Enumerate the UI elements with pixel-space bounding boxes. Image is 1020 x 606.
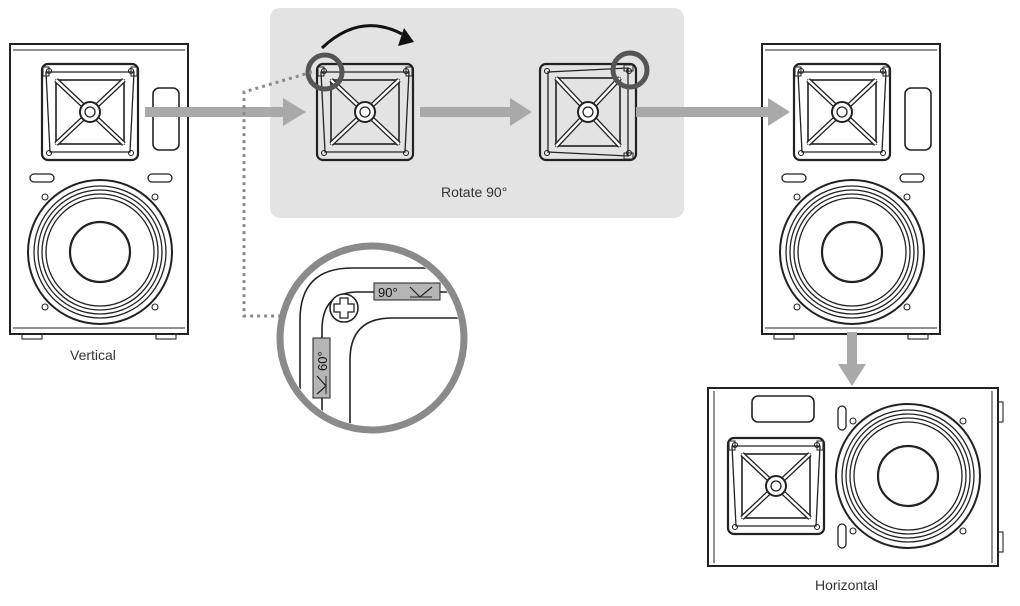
coverage-angle-icon <box>409 286 433 298</box>
badge-60: 60° <box>312 337 331 399</box>
label-vertical: Vertical <box>70 347 116 363</box>
flow-arrow-icon <box>145 98 306 126</box>
plus-screw-icon <box>329 293 359 323</box>
speaker-vertical-rotated <box>762 44 940 339</box>
badge-90-label: 90° <box>378 285 398 300</box>
flow-arrow-icon-3 <box>636 98 790 126</box>
highlight-ring-before <box>305 52 345 92</box>
detail-magnifier: 90° 60° <box>276 242 468 434</box>
coverage-angle-icon-60 <box>316 375 327 395</box>
speaker-horizontal <box>707 387 1004 567</box>
label-rotate: Rotate 90° <box>441 184 508 200</box>
rotate-arrow-icon <box>320 24 414 50</box>
badge-60-label: 60° <box>315 351 330 371</box>
speaker-vertical <box>10 44 188 339</box>
flow-arrow-icon-4 <box>838 332 866 386</box>
detail-leader-line <box>242 70 313 318</box>
badge-90: 90° <box>373 282 441 301</box>
highlight-ring-after <box>610 50 650 90</box>
flow-arrow-icon-2 <box>420 98 532 126</box>
label-horizontal: Horizontal <box>815 577 879 593</box>
